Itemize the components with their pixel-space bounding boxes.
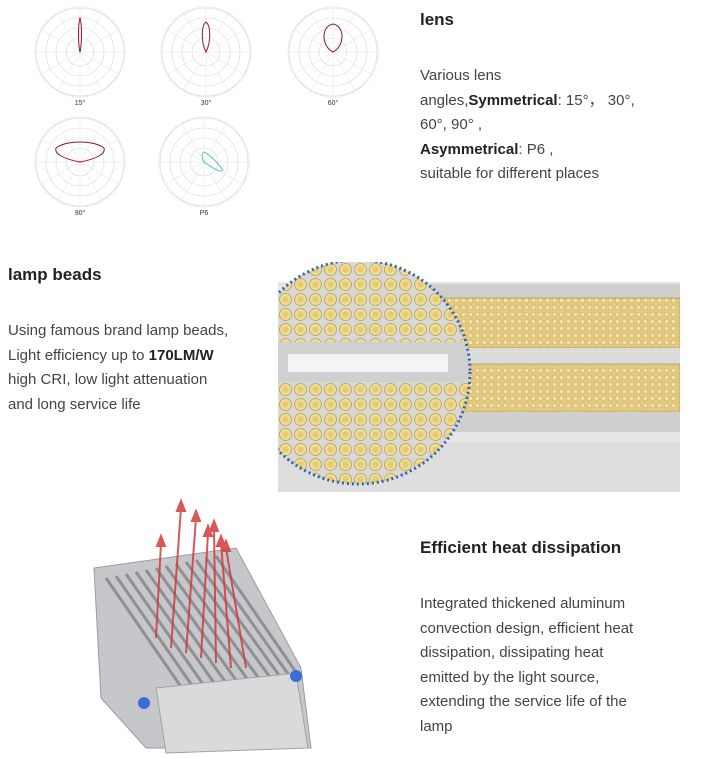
heat-line-2: convection design, efficient heat [420, 619, 634, 637]
lens-line-5: suitable for different places [420, 165, 599, 182]
beads-line-3: high CRI, low light attenuation [8, 371, 208, 388]
lens-line-1: Various lens [420, 67, 502, 84]
beam-shape [201, 21, 211, 54]
polar-label-90: 90° [74, 210, 86, 217]
beads-line-4: and long service life [8, 395, 141, 413]
lens-line-3: 60°, 90° , [420, 116, 483, 133]
heat-heading: Efficient heat dissipation [420, 538, 622, 557]
beads-heading: lamp beads [8, 265, 102, 284]
beam-shape [201, 151, 224, 172]
beads-description: Using famous brand lamp beads, Light eff… [8, 319, 273, 417]
lens-description: Various lens angles,Symmetrical: 15°， 30… [420, 64, 710, 187]
beam-shape [78, 16, 82, 53]
beam-shape [55, 141, 105, 163]
polar-label-30: 30° [200, 100, 212, 107]
heat-line-4: emitted by the light source, [420, 668, 600, 686]
polar-diagram-p6 [158, 116, 250, 208]
lens-heading: lens [420, 10, 455, 29]
polar-diagram-60 [287, 6, 379, 98]
polar-label-15: 15° [74, 100, 86, 107]
polar-diagram-90 [34, 116, 126, 208]
beads-line-1: Using famous brand lamp beads, [8, 322, 229, 339]
polar-label-p6: P6 [199, 210, 209, 217]
heat-line-6: lamp [420, 717, 453, 735]
heat-sink-image [93, 498, 312, 754]
heat-line-1: Integrated thickened aluminum [420, 595, 626, 612]
beam-shape [323, 23, 343, 53]
heat-line-3: dissipation, dissipating heat [420, 644, 604, 661]
heat-description: Integrated thickened aluminum convection… [420, 592, 710, 739]
polar-diagram-15 [34, 6, 126, 98]
polar-diagram-30 [160, 6, 252, 98]
beads-line-2: Light efficiency up to 170LM/W [8, 346, 214, 364]
polar-label-60: 60° [327, 100, 339, 107]
led-module-image [278, 262, 680, 492]
lens-line-4: Asymmetrical: P6 , [420, 140, 554, 158]
lens-line-2: angles,Symmetrical: 15°， 30°, [420, 91, 635, 109]
heat-line-5: extending the service life of the [420, 693, 627, 710]
